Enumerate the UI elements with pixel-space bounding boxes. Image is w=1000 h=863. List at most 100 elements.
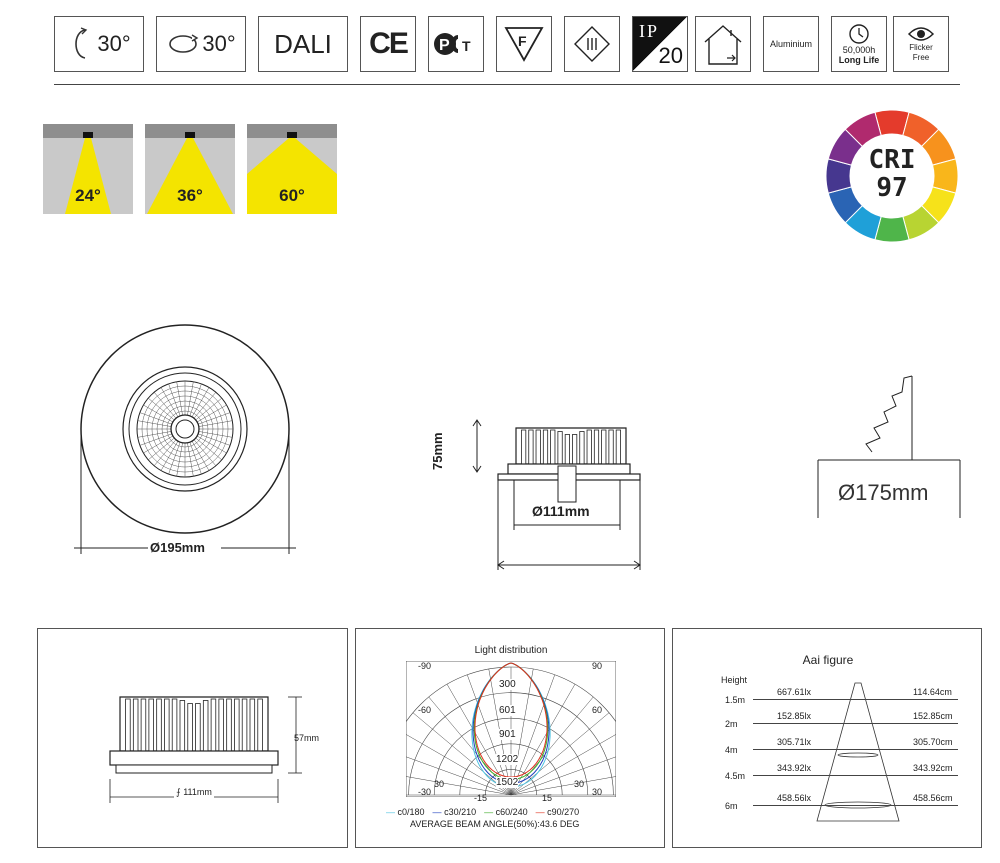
aai-row-line xyxy=(753,723,958,724)
legend-c90: — c90/270 xyxy=(535,807,580,817)
aai-lux: 152.85lx xyxy=(777,711,812,721)
height-label: 75mm xyxy=(430,432,445,470)
beam-60-icon: 60° xyxy=(247,124,337,214)
ip-value: 20 xyxy=(658,43,683,68)
rotate-value: 30° xyxy=(202,31,236,56)
intensity-601: 601 xyxy=(499,705,516,716)
inner-diameter-label: Ø111mm xyxy=(530,503,592,519)
angle-label-30-inner-left: 30 xyxy=(434,779,445,789)
clock-icon xyxy=(849,24,869,44)
light-distribution-title: Light distribution xyxy=(474,645,548,656)
flicker-badge: Flicker Free xyxy=(893,16,949,72)
aai-title: Aai figure xyxy=(802,653,854,667)
aai-diameter: 343.92cm xyxy=(913,763,953,773)
life-badge: 50,000h Long Life xyxy=(831,16,887,72)
angle-label-neg30: -30 xyxy=(418,787,432,797)
ip-label: IP xyxy=(639,21,660,41)
material-badge: Aluminium xyxy=(763,16,819,72)
eye-icon xyxy=(907,27,935,41)
module-drawing xyxy=(109,696,302,803)
class-iii-badge xyxy=(564,16,620,72)
material-label: Aluminium xyxy=(769,39,812,49)
angle-label-30-inner-right: 30 xyxy=(574,779,585,789)
aai-lux: 667.61lx xyxy=(777,687,812,697)
header-divider xyxy=(54,84,960,85)
indoor-badge xyxy=(695,16,751,72)
angle-label-15: 15 xyxy=(542,793,553,803)
aai-row: 2m 152.85lx 152.85cm xyxy=(673,711,983,729)
tilt-value: 30° xyxy=(97,31,131,56)
aai-lux: 305.71lx xyxy=(777,737,812,747)
rotate-badge: 30° xyxy=(156,16,246,72)
f-triangle-icon: F xyxy=(504,27,544,62)
life-label: Long Life xyxy=(838,55,880,65)
cri-value: 97 xyxy=(876,173,908,203)
angle-label-90: 90 xyxy=(592,661,603,671)
angle-label-neg60: -60 xyxy=(418,705,432,715)
cutout-drawing xyxy=(817,375,961,518)
aai-height-label: Height xyxy=(721,675,748,685)
aai-diameter: 114.64cm xyxy=(913,687,952,697)
aai-diameter: 458.56cm xyxy=(913,793,953,803)
aai-height: 6m xyxy=(725,801,738,811)
module-panel: 57mm ⨍ 111mm xyxy=(37,628,348,848)
aai-row: 4m 305.71lx 305.70cm xyxy=(673,737,983,755)
outer-diameter-label: Ø195mm xyxy=(150,540,205,555)
flicker-line-1: Flicker xyxy=(909,43,933,52)
side-view-drawing xyxy=(472,419,641,570)
aai-row: 1.5m 667.61lx 114.64cm xyxy=(673,687,983,705)
beam-60-label: 60° xyxy=(279,186,305,205)
house-icon xyxy=(704,25,742,65)
legend: — c0/180 — c30/210 — c60/240 — c90/270 xyxy=(386,807,666,817)
pct-mark-icon: P T xyxy=(434,33,471,55)
aai-row: 6m 458.56lx 458.56cm xyxy=(673,793,983,811)
intensity-901: 901 xyxy=(499,729,516,740)
angle-label-neg90: -90 xyxy=(418,661,432,671)
angle-label-30-right: 30 xyxy=(592,787,603,797)
beam-36-icon: 36° xyxy=(145,124,235,214)
top-view-drawing xyxy=(74,324,296,554)
aai-height: 2m xyxy=(725,719,738,729)
class-iii-icon xyxy=(574,26,610,62)
life-hours: 50,000h xyxy=(842,45,876,55)
aai-height: 1.5m xyxy=(725,695,746,705)
dali-badge: DALI xyxy=(258,16,348,72)
aai-diameter: 152.85cm xyxy=(913,711,953,721)
aai-diameter: 305.70cm xyxy=(913,737,953,747)
aai-panel: Aai figure Height 1.5m 667.61lx 114.64cm 2m… xyxy=(672,628,982,848)
ce-mark-icon: CE xyxy=(369,27,409,60)
aai-height: 4.5m xyxy=(725,771,746,781)
aai-height: 4m xyxy=(725,745,738,755)
f-mark-badge: F xyxy=(496,16,552,72)
beam-24-icon: 24° xyxy=(43,124,133,214)
cri-wheel: CRI 97 xyxy=(824,108,960,244)
aai-row-line xyxy=(753,699,958,700)
tilt-icon xyxy=(75,27,88,59)
beam-24-label: 24° xyxy=(75,186,101,205)
ip-badge: IP 20 xyxy=(632,16,688,72)
beam-angle-note: AVERAGE BEAM ANGLE(50%):43.6 DEG xyxy=(410,819,580,829)
module-width-label: ⨍ 111mm xyxy=(174,787,214,798)
aai-lux: 458.56lx xyxy=(777,793,812,803)
svg-text:F: F xyxy=(518,33,527,49)
dali-label: DALI xyxy=(274,28,332,59)
ce-badge: CE xyxy=(360,16,416,72)
intensity-300: 300 xyxy=(499,679,516,690)
intensity-1502: 1502 xyxy=(496,777,519,788)
angle-label-neg15: -15 xyxy=(474,793,488,803)
legend-c60: — c60/240 xyxy=(484,807,528,817)
aai-row-line xyxy=(753,749,958,750)
angle-label-60: 60 xyxy=(592,705,603,715)
pct-badge: P T xyxy=(428,16,484,72)
beam-36-label: 36° xyxy=(177,186,203,205)
cutout-label: Ø175mm xyxy=(838,480,929,505)
intensity-1202: 1202 xyxy=(496,754,519,765)
rotate-icon xyxy=(169,34,199,53)
legend-c30: — c30/210 xyxy=(432,807,477,817)
cri-label: CRI xyxy=(868,145,916,175)
svg-text:T: T xyxy=(462,38,471,54)
tilt-badge: 30° xyxy=(54,16,144,72)
color-wheel-icon xyxy=(825,109,959,243)
aai-row-line xyxy=(753,775,958,776)
